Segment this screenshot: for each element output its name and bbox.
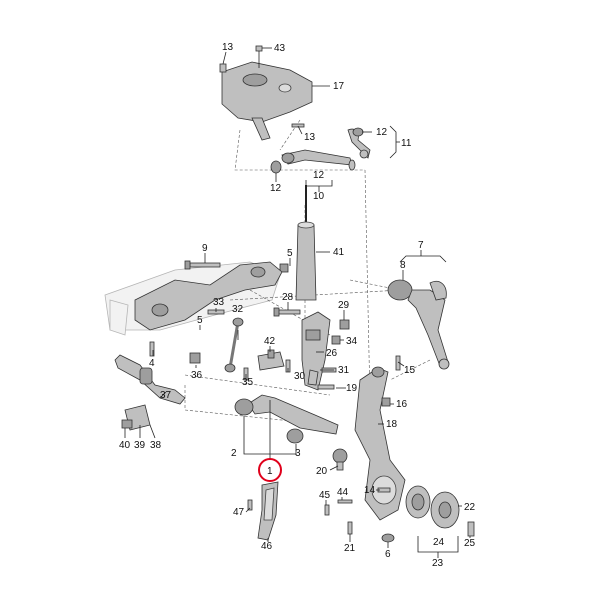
callout-46: 46	[261, 541, 273, 552]
stabilizer-bar-37	[114, 354, 186, 405]
cap-6	[381, 533, 395, 543]
callout-9: 9	[202, 243, 208, 254]
callout-26: 26	[326, 348, 338, 359]
bolt-43	[255, 45, 263, 68]
callout-2: 2	[231, 448, 237, 459]
leader-lines	[124, 47, 471, 558]
callout-31: 31	[338, 365, 350, 376]
callout-36: 36	[191, 370, 203, 381]
callout-23: 23	[432, 558, 444, 569]
callout-37: 37	[160, 390, 172, 401]
upper-arm-11	[347, 127, 371, 159]
callout-12: 12	[313, 170, 325, 181]
callout-labels: 13 43 17 12 11 13 12 12 10 9 5 41 7 8 33…	[119, 42, 476, 569]
bolt-25	[467, 521, 475, 537]
mount-36	[189, 352, 201, 364]
callout-47: 47	[233, 507, 245, 518]
callout-33: 33	[213, 297, 225, 308]
callout-21: 21	[344, 543, 356, 554]
callout-5: 5	[287, 248, 293, 259]
highlight-ring	[258, 458, 282, 482]
callout-7: 7	[418, 240, 424, 251]
callout-38: 38	[150, 440, 162, 451]
bolt-13-top	[219, 63, 227, 73]
callout-42: 42	[264, 336, 276, 347]
callout-12: 12	[376, 127, 388, 138]
callout-14: 14	[364, 485, 376, 496]
lower-arm-7	[387, 279, 450, 370]
callout-1: 1	[267, 466, 273, 477]
callout-17: 17	[333, 81, 345, 92]
callout-41: 41	[333, 247, 345, 258]
brace-26	[301, 311, 331, 391]
callout-29: 29	[338, 300, 350, 311]
bolt-19	[317, 384, 335, 390]
callout-6: 6	[385, 549, 391, 560]
nut-16	[381, 397, 391, 407]
bolt-13-mid	[291, 123, 305, 128]
coupling-rod-32	[207, 309, 244, 373]
callout-18: 18	[386, 419, 398, 430]
ball-joint-20	[332, 448, 348, 471]
callout-32: 32	[232, 304, 244, 315]
bracket-42	[257, 349, 285, 371]
bolt-45-44	[324, 499, 353, 516]
heat-shield-46	[257, 481, 279, 541]
callout-16: 16	[396, 399, 408, 410]
callout-12: 12	[270, 183, 282, 194]
callout-35: 35	[242, 377, 254, 388]
callout-5: 5	[197, 315, 203, 326]
bushing-12	[270, 160, 282, 174]
callout-11: 11	[401, 138, 412, 149]
bolt-47	[247, 499, 253, 511]
bolt-4	[149, 341, 155, 357]
callout-43: 43	[274, 43, 286, 54]
callout-44: 44	[337, 487, 349, 498]
callout-30: 30	[294, 371, 306, 382]
callout-39: 39	[134, 440, 146, 451]
callout-4: 4	[149, 358, 155, 369]
callout-40: 40	[119, 440, 131, 451]
nut-34	[331, 335, 341, 345]
nut-29	[339, 319, 350, 330]
callout-20: 20	[316, 466, 328, 477]
callout-24: 24	[433, 537, 445, 548]
callout-19: 19	[346, 383, 358, 394]
subframe-mount	[134, 261, 283, 331]
wheel-bearing-housing-18	[354, 366, 406, 521]
callout-45: 45	[319, 490, 331, 501]
top-mount-17	[221, 61, 313, 141]
upper-arm-10	[281, 149, 356, 171]
callout-22: 22	[464, 502, 476, 513]
bolt-28	[273, 307, 301, 317]
callout-13: 13	[304, 132, 316, 143]
callout-25: 25	[464, 538, 476, 549]
shock-absorber-41	[295, 185, 317, 301]
wheel-hub-22	[430, 491, 460, 529]
callout-10: 10	[313, 191, 325, 202]
callout-13: 13	[222, 42, 234, 53]
screw-21	[347, 521, 353, 535]
callout-15: 15	[404, 365, 416, 376]
wheel-hub-24	[405, 485, 431, 519]
callout-28: 28	[282, 292, 294, 303]
callout-3: 3	[295, 448, 301, 459]
bracket-40-39-38	[121, 404, 151, 431]
nut-5-top	[279, 263, 289, 273]
lower-arm-1	[234, 394, 339, 444]
callout-34: 34	[346, 336, 358, 347]
callout-8: 8	[400, 260, 406, 271]
